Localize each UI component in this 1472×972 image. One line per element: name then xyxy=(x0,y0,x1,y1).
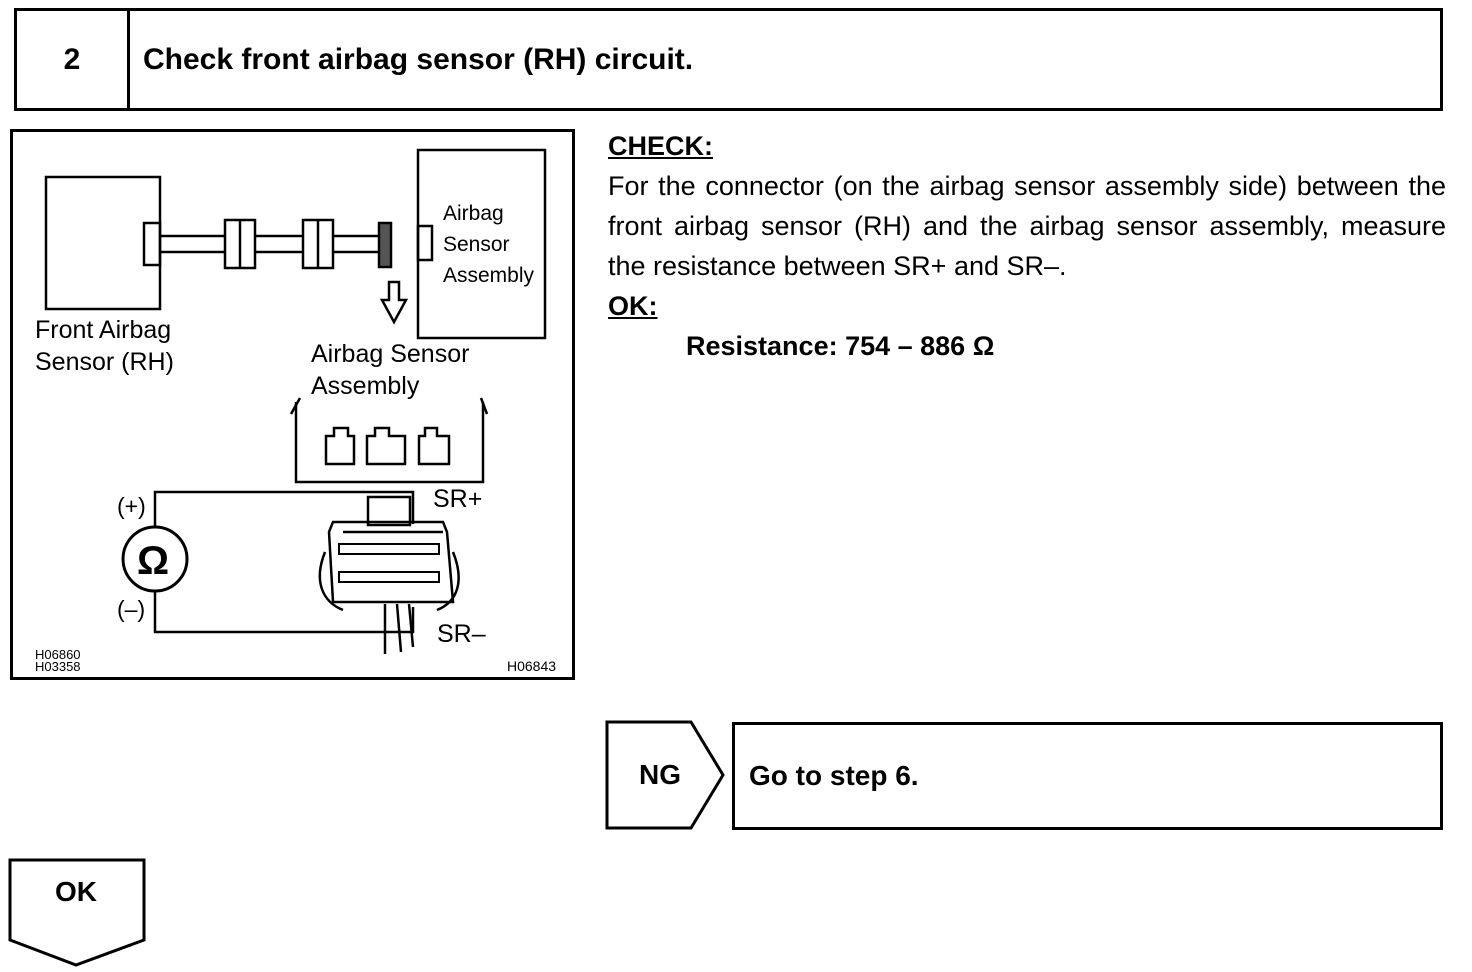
sensor-connector xyxy=(142,221,162,267)
check-body: For the connector (on the airbag sensor … xyxy=(608,171,1446,281)
step-title: Check front airbag sensor (RH) circuit. xyxy=(143,42,694,76)
ng-branch: NG xyxy=(605,720,726,830)
code-left-2: H03358 xyxy=(35,659,81,674)
ok-branch: OK xyxy=(8,858,148,968)
diagram-svg: Airbag Sensor Assembly Front Airbag Sens… xyxy=(35,148,556,674)
code-left-1: H06860 xyxy=(35,647,81,662)
code-right: H06843 xyxy=(507,658,556,674)
assembly-box-label-3: Assembly xyxy=(443,264,535,287)
ok-shape xyxy=(8,858,146,967)
ng-shape xyxy=(605,720,725,830)
step-number: 2 xyxy=(17,11,130,108)
ok-heading: OK: xyxy=(608,291,658,321)
plus-label: (+) xyxy=(117,493,146,519)
minus-label: (–) xyxy=(117,596,145,622)
assembly-label-1: Airbag Sensor xyxy=(311,340,469,368)
assembly-box-label-2: Sensor xyxy=(443,233,510,256)
front-sensor-label-1: Front Airbag xyxy=(35,316,171,344)
check-section: CHECK: For the connector (on the airbag … xyxy=(608,126,1446,366)
ng-label: NG xyxy=(639,759,681,790)
ok-value: Resistance: 754 – 886 Ω xyxy=(686,331,995,361)
wiring-diagram: Airbag Sensor Assembly Front Airbag Sens… xyxy=(10,129,575,680)
front-sensor-label-2: Sensor (RH) xyxy=(35,348,174,376)
ng-action: Go to step 6. xyxy=(732,722,1443,830)
step-header: 2 Check front airbag sensor (RH) circuit… xyxy=(14,8,1443,111)
check-heading: CHECK: xyxy=(608,131,713,161)
assembly-label-2: Assembly xyxy=(311,372,420,400)
assembly-box-label-1: Airbag xyxy=(443,202,504,225)
sr-minus-label: SR– xyxy=(437,620,486,648)
ok-label: OK xyxy=(55,876,97,907)
ohm-symbol: Ω xyxy=(137,539,169,583)
sr-plus-label: SR+ xyxy=(433,485,482,513)
